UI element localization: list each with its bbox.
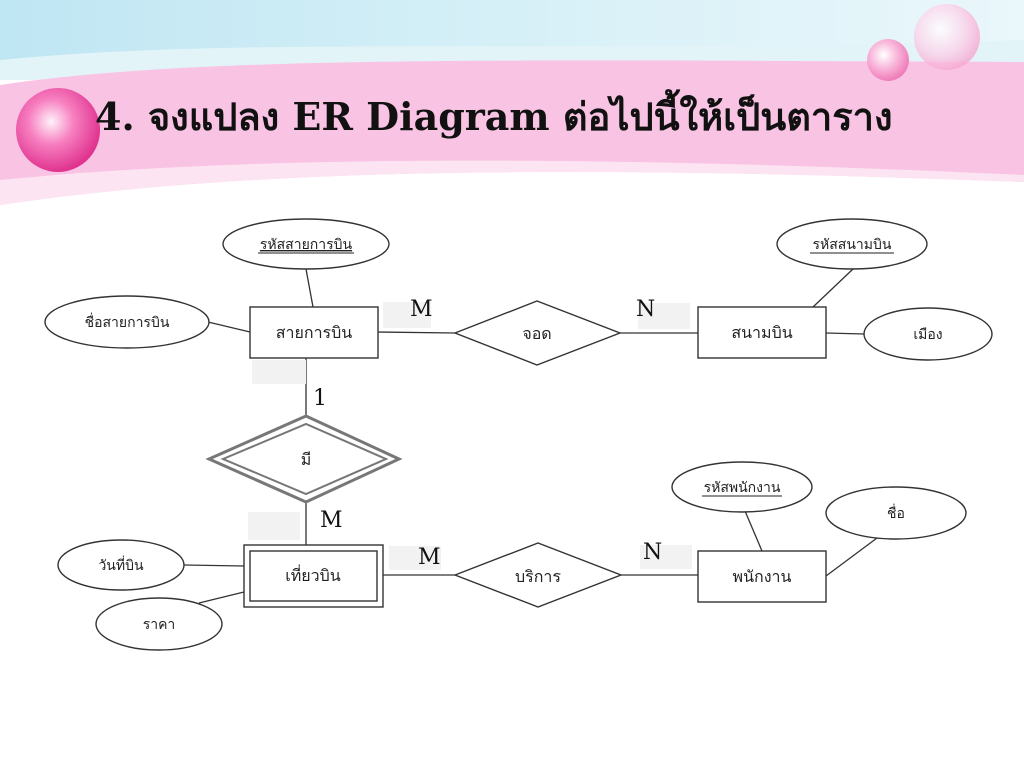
entity-airport: สนามบิน xyxy=(697,306,827,359)
cardinality-trip-has: M xyxy=(320,508,343,533)
relationship-serve-label: บริการ xyxy=(515,567,561,586)
cardinality-route-stop: M xyxy=(410,297,433,322)
attribute-employee-code: รหัสพนักงาน xyxy=(671,461,813,513)
entity-employee-label: พนักงาน xyxy=(733,567,792,586)
attribute-employee-code-label: รหัสพนักงาน xyxy=(704,480,781,496)
relationship-has-label: มี xyxy=(301,450,312,469)
pink-orb-large xyxy=(16,88,100,172)
entity-flight-route-label: สายการบิน xyxy=(276,323,353,342)
entity-airport-label: สนามบิน xyxy=(731,323,792,342)
connector-lines xyxy=(183,268,878,604)
cardinality-labels: M N 1 M M N xyxy=(313,297,662,570)
pink-orb-small xyxy=(867,39,909,81)
cardinality-airport-stop: N xyxy=(636,297,655,322)
cardinality-trip-serve: M xyxy=(418,545,441,570)
relationship-stop: จอด xyxy=(453,300,622,366)
slide-title: 4. จงแปลง ER Diagram ต่อไปนี้ให้เป็นตารา… xyxy=(95,94,893,139)
entity-flight-trip-label: เที่ยวบิน xyxy=(285,564,341,585)
attribute-route-name-label: ชื่อสายการบิน xyxy=(85,313,170,331)
attribute-flight-date-label: วันที่บิน xyxy=(98,556,144,574)
relationship-stop-label: จอด xyxy=(522,324,551,343)
attribute-city-label: เมือง xyxy=(913,327,942,343)
identifying-relationship-has: มี xyxy=(205,414,403,504)
attribute-flight-date: วันที่บิน xyxy=(57,539,185,591)
attribute-airport-code: รหัสสนามบิน xyxy=(776,218,928,270)
attribute-route-code: รหัสสายการบิน xyxy=(222,218,390,270)
weak-entity-flight-trip: เที่ยวบิน xyxy=(243,544,384,608)
attribute-route-name: ชื่อสายการบิน xyxy=(44,295,210,349)
relationship-serve: บริการ xyxy=(453,542,623,608)
attribute-employee-name-label: ชื่อ xyxy=(887,504,905,522)
entity-employee: พนักงาน xyxy=(697,550,827,603)
pink-orb-faint xyxy=(914,4,980,70)
attribute-price-label: ราคา xyxy=(143,617,176,633)
attribute-employee-name: ชื่อ xyxy=(825,486,967,540)
attribute-city: เมือง xyxy=(863,307,993,361)
attribute-airport-code-label: รหัสสนามบิน xyxy=(813,237,892,253)
header-background xyxy=(0,0,1024,205)
entity-flight-route: สายการบิน xyxy=(249,306,379,359)
label-tints xyxy=(248,302,692,570)
attribute-route-code-label: รหัสสายการบิน xyxy=(260,237,353,253)
cardinality-route-has: 1 xyxy=(313,386,327,411)
attribute-price: ราคา xyxy=(95,597,223,651)
cardinality-employee-serve: N xyxy=(643,540,662,565)
